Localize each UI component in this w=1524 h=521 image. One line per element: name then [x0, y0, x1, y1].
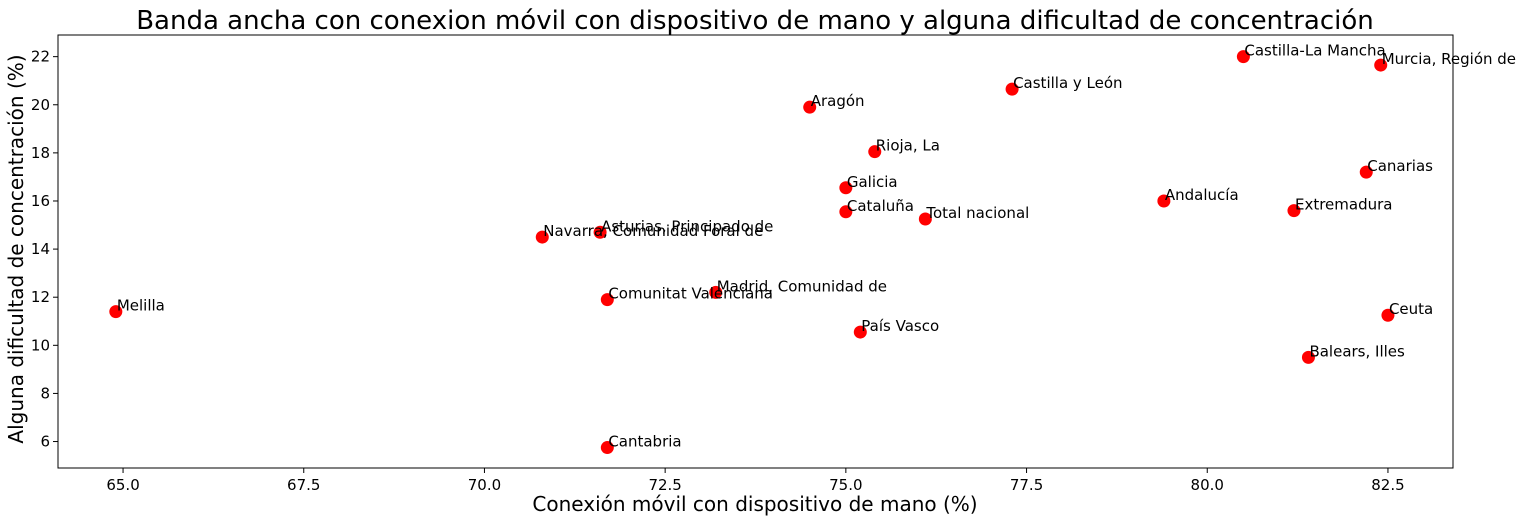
data-point-label: Cantabria: [608, 433, 681, 451]
y-tick-label: 6: [40, 433, 50, 451]
data-point: [1374, 58, 1388, 72]
data-point: [109, 305, 123, 319]
data-point: [593, 225, 607, 239]
data-point: [918, 212, 932, 226]
data-point: [868, 145, 882, 159]
y-tick-label: 14: [31, 240, 50, 258]
data-point: [1301, 350, 1315, 364]
data-point-label: Extremadura: [1295, 196, 1393, 214]
y-tick-label: 22: [31, 48, 50, 66]
data-point-label: Ceuta: [1389, 300, 1433, 318]
data-point-label: Castilla y León: [1013, 74, 1122, 92]
data-point: [1005, 82, 1019, 96]
x-tick-label: 67.5: [287, 476, 320, 494]
y-tick-label: 8: [40, 384, 50, 402]
x-tick-label: 72.5: [648, 476, 681, 494]
data-point-label: Total nacional: [925, 204, 1029, 222]
data-point: [709, 285, 723, 299]
data-point: [1157, 194, 1171, 208]
x-tick-label: 70.0: [468, 476, 501, 494]
data-point: [853, 325, 867, 339]
data-point-label: Galicia: [847, 173, 898, 191]
x-tick-label: 80.0: [1191, 476, 1224, 494]
y-tick-label: 12: [31, 288, 50, 306]
chart-title: Banda ancha con conexion móvil con dispo…: [136, 6, 1374, 36]
y-tick-label: 20: [31, 96, 50, 114]
x-axis-label: Conexión móvil con dispositivo de mano (…: [532, 492, 977, 516]
data-point-label: Madrid, Comunidad de: [717, 277, 887, 295]
data-point-label: Melilla: [117, 297, 165, 315]
data-point-label: Asturias, Principado de: [601, 217, 773, 235]
plot-frame: [57, 34, 1454, 469]
data-point-label: Canarias: [1367, 157, 1433, 175]
data-point: [839, 205, 853, 219]
data-point-label: País Vasco: [861, 317, 939, 335]
x-tick-label: 77.5: [1010, 476, 1043, 494]
x-tick-label: 65.0: [106, 476, 139, 494]
plot-area: 65.0 67.5 70.0 72.5 75.0 77.5 80.0 82.5 6 8 10 12 14…: [31, 34, 1516, 494]
data-point-label: Navarra, Comunidad Foral de: [543, 222, 763, 240]
x-tick-label: 82.5: [1371, 476, 1404, 494]
data-point: [1359, 165, 1373, 179]
data-point-label: Comunitat Valenciana: [608, 285, 773, 303]
y-axis-label: Alguna dificultad de concentración (%): [4, 54, 28, 443]
data-point: [1287, 204, 1301, 218]
y-tick-label: 10: [31, 336, 50, 354]
data-point: [600, 293, 614, 307]
data-point: [839, 181, 853, 195]
data-point-label: Aragón: [811, 92, 865, 110]
x-tick-label: 75.0: [829, 476, 862, 494]
data-point-label: Rioja, La: [876, 137, 940, 155]
y-tick-label: 18: [31, 144, 50, 162]
data-point-label: Castilla-La Mancha: [1244, 42, 1385, 60]
data-point: [1236, 50, 1250, 64]
data-point-label: Balears, Illes: [1309, 342, 1405, 360]
data-point-label: Cataluña: [847, 197, 914, 215]
data-point: [535, 230, 549, 244]
data-point: [600, 441, 614, 455]
data-point-label: Andalucía: [1165, 186, 1239, 204]
y-tick-label: 16: [31, 192, 50, 210]
data-point: [1381, 308, 1395, 322]
data-point-label: Murcia, Región de: [1382, 50, 1516, 68]
data-point: [803, 100, 817, 114]
